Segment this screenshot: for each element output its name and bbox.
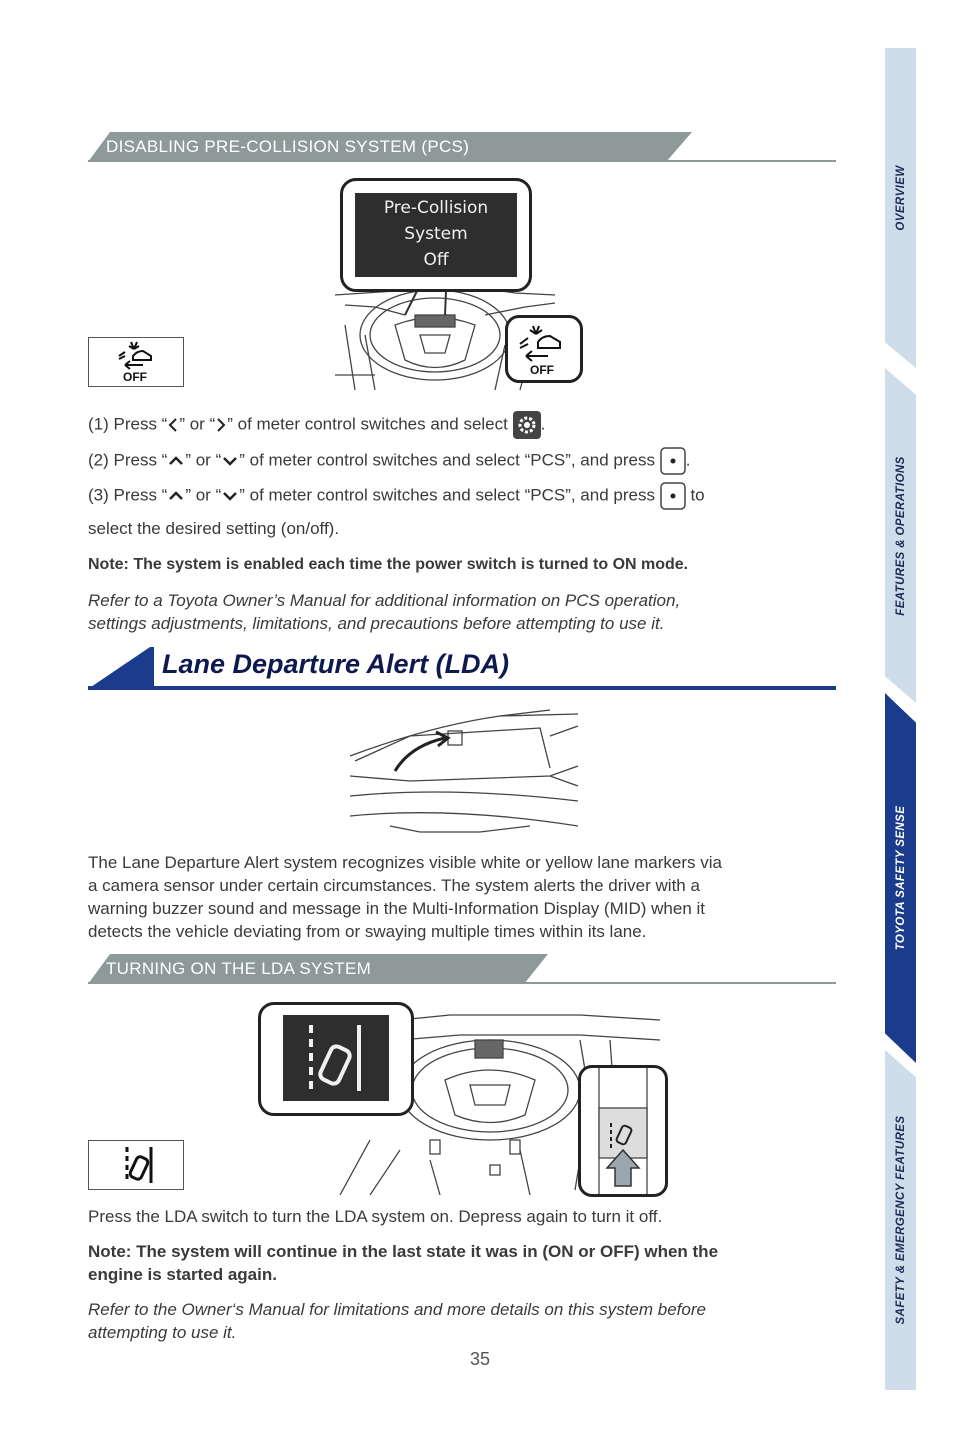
sidebar-tab-emergency-label: SAFETY & EMERGENCY FEATURES [894, 1115, 907, 1325]
lda-description-line-2: a camera sensor under certain circumstan… [88, 876, 700, 895]
page-number: 35 [469, 1349, 491, 1369]
pcs-step-1: (1) Press “” or “” of meter control swit… [88, 411, 848, 439]
pcs-screen-line-2: System [404, 224, 468, 244]
pcs-off-icon: OFF [118, 341, 152, 384]
lda-heading-accent [88, 647, 154, 689]
windshield-camera-illustration [350, 709, 578, 833]
lda-heading: Lane Departure Alert (LDA) [162, 649, 510, 679]
lane-departure-icon [309, 1025, 361, 1091]
lda-switch-icon [598, 1068, 648, 1194]
pcs-screen-line-3: Off [423, 250, 449, 270]
sidebar-tab-emergency[interactable] [885, 1050, 916, 1390]
sidebar-tab-features-label: FEATURES & OPERATIONS [894, 455, 907, 616]
pcs-refer-line-1: Refer to a Toyota Owner’s Manual for add… [88, 591, 681, 610]
chevron-right-icon [217, 418, 226, 432]
svg-text:OFF: OFF [123, 370, 147, 384]
lda-press-instruction: Press the LDA switch to turn the LDA sys… [88, 1207, 663, 1226]
pcs-screen-display: Pre-Collision System Off [355, 193, 517, 277]
sidebar-tab-safety-sense[interactable] [885, 693, 916, 1063]
lda-note-line-2: engine is started again. [88, 1265, 277, 1284]
pcs-banner-rule [88, 160, 836, 162]
sidebar-tab-overview-label: OVERVIEW [894, 165, 907, 231]
lda-banner-rule [88, 982, 836, 984]
lane-departure-icon [125, 1147, 153, 1183]
lda-refer-line-2: attempting to use it. [88, 1323, 237, 1342]
lda-switch-callout [578, 1065, 668, 1197]
pcs-refer-line-2: settings adjustments, limitations, and p… [88, 614, 665, 633]
chevron-down-icon [223, 457, 238, 466]
lda-screen-callout [258, 1002, 414, 1116]
pcs-off-icon: OFF [519, 325, 561, 377]
sidebar-tab-safety-sense-label: TOYOTA SAFETY SENSE [894, 805, 907, 951]
pcs-step-3-continued: select the desired setting (on/off). [88, 519, 340, 538]
lda-refer-line-1: Refer to the Owner‘s Manual for limitati… [88, 1300, 706, 1319]
pcs-switch-callout: OFF [505, 315, 583, 383]
chevron-down-icon [223, 492, 238, 501]
chevron-left-icon [168, 418, 178, 432]
sidebar-tab-features[interactable] [885, 368, 916, 703]
pcs-screen-line-1: Pre-Collision [383, 198, 489, 218]
pcs-note: Note: The system is enabled each time th… [88, 556, 689, 573]
sidebar-tab-overview[interactable] [885, 48, 916, 368]
lda-screen-display [283, 1015, 389, 1101]
pcs-step-3: (3) Press “” or “” of meter control swit… [88, 482, 848, 510]
pcs-step-2: (2) Press “” or “” of meter control swit… [88, 447, 848, 475]
ok-button-icon [659, 482, 686, 510]
lda-heading-rule [88, 686, 836, 690]
lane-departure-icon-box [88, 1140, 184, 1190]
pcs-section-banner: DISABLING PRE-COLLISION SYSTEM (PCS) [88, 132, 692, 162]
ok-button-icon [659, 447, 686, 475]
chevron-up-icon [169, 491, 184, 500]
lda-section-banner: TURNING ON THE LDA SYSTEM [88, 954, 548, 984]
chevron-up-icon [169, 456, 184, 465]
pcs-screen-callout: Pre-Collision System Off [340, 178, 532, 292]
lda-description-line-3: warning buzzer sound and message in the … [88, 899, 705, 918]
lda-description-line-4: detects the vehicle deviating from or sw… [88, 922, 647, 941]
lda-description-line-1: The Lane Departure Alert system recogniz… [88, 853, 722, 872]
gear-icon [512, 411, 541, 439]
pcs-off-icon-box: OFF [88, 337, 184, 387]
svg-text:OFF: OFF [530, 363, 554, 377]
lda-note-line-1: Note: The system will continue in the la… [88, 1242, 719, 1261]
